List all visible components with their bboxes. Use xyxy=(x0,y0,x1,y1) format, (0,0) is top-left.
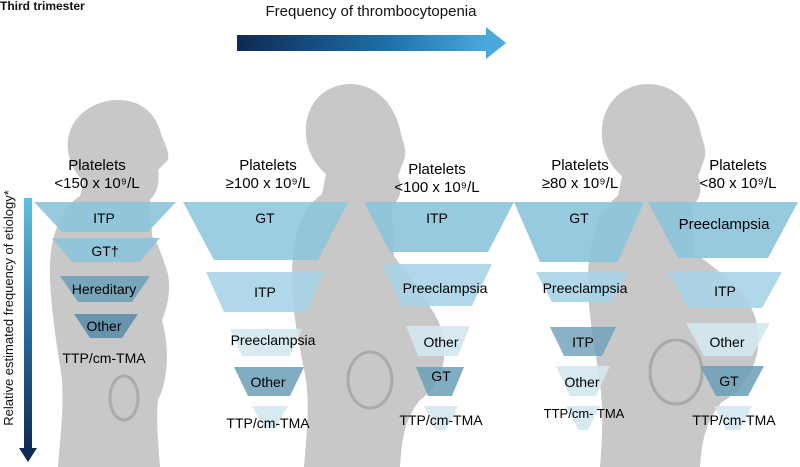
etiology-label: Other xyxy=(423,334,458,350)
column-1: Platelets <150 x 10⁹/L ITP GT† Hereditar… xyxy=(34,157,176,366)
etiology-label: TTP/cm-TMA xyxy=(62,350,146,366)
funnel-band xyxy=(536,272,628,302)
funnel-band xyxy=(714,406,752,430)
side-frequency-arrow xyxy=(19,198,37,462)
threshold-label: ≥100 x 10⁹/L xyxy=(226,175,311,192)
funnel-band xyxy=(52,238,160,262)
etiology-label: TTP/cm-TMA xyxy=(692,412,776,428)
platelets-label: Platelets xyxy=(408,161,466,178)
funnel-band xyxy=(74,314,138,338)
platelets-label: Platelets xyxy=(239,157,297,174)
etiology-label: ITP xyxy=(572,334,594,350)
funnel-band xyxy=(550,327,616,356)
etiology-label: Hereditary xyxy=(72,281,137,297)
etiology-label: Preeclampsia xyxy=(679,216,771,233)
top-arrow-label: Frequency of thrombocytopenia xyxy=(266,3,478,20)
etiology-label: GT xyxy=(255,210,275,226)
funnel-band xyxy=(183,202,348,260)
funnel-band xyxy=(648,202,798,258)
funnel-band xyxy=(406,326,470,356)
funnel-band xyxy=(230,329,302,356)
threshold-label: <150 x 10⁹/L xyxy=(54,175,139,192)
etiology-label: ITP xyxy=(714,283,736,299)
etiology-label: Preeclampsia xyxy=(543,280,628,296)
threshold-label: <80 x 10⁹/L xyxy=(700,175,777,192)
funnel-band xyxy=(364,202,514,252)
etiology-label: TTP/cm-TMA xyxy=(226,415,310,431)
etiology-label: Preeclampsia xyxy=(231,332,316,348)
etiology-label: Other xyxy=(564,374,599,390)
funnel-band xyxy=(382,264,492,306)
platelets-label: Platelets xyxy=(68,157,126,174)
funnel-band xyxy=(34,202,176,232)
funnel-band xyxy=(668,272,782,308)
header-top-left: Third trimester xyxy=(0,0,85,13)
funnel-band xyxy=(556,366,610,396)
funnel-band xyxy=(252,406,288,428)
column-4: Platelets ≥80 x 10⁹/L GT Preeclampsia IT… xyxy=(514,157,644,430)
threshold-label: <100 x 10⁹/L xyxy=(394,179,479,196)
funnel-band xyxy=(700,366,764,396)
top-frequency-arrow xyxy=(237,27,506,59)
etiology-label: TTP/cm- TMA xyxy=(544,406,625,421)
etiology-label: GT xyxy=(431,368,451,384)
etiology-label: TTP/cm-TMA xyxy=(399,412,483,428)
etiology-label: GT xyxy=(719,373,739,389)
etiology-label: Other xyxy=(86,318,121,334)
pregnant-silhouette-2 xyxy=(292,84,445,467)
column-3: Platelets <100 x 10⁹/L ITP Preeclampsia … xyxy=(364,161,514,430)
threshold-label: ≥80 x 10⁹/L xyxy=(542,175,618,192)
etiology-label: GT xyxy=(569,210,589,226)
funnel-band xyxy=(60,276,150,302)
etiology-label: Other xyxy=(250,374,285,390)
column-5: Platelets <80 x 10⁹/L Preeclampsia ITP O… xyxy=(648,157,798,430)
side-axis-label: Relative estimated frequency of etiology… xyxy=(1,190,16,426)
funnel-band xyxy=(234,367,304,396)
funnel-band xyxy=(424,406,458,430)
platelets-label: Platelets xyxy=(551,157,609,174)
funnel-band xyxy=(566,406,600,430)
funnel-band xyxy=(206,272,324,312)
etiology-label: ITP xyxy=(93,210,115,226)
funnel-band xyxy=(686,323,770,356)
etiology-label: Preeclampsia xyxy=(403,280,488,296)
etiology-label: ITP xyxy=(254,284,276,300)
column-2: Platelets ≥100 x 10⁹/L GT ITP Preeclamps… xyxy=(183,157,348,431)
funnel-band xyxy=(416,367,464,396)
funnel-band xyxy=(514,202,644,262)
etiology-label: Other xyxy=(709,334,744,350)
etiology-label: ITP xyxy=(426,210,448,226)
platelets-label: Platelets xyxy=(709,157,767,174)
etiology-label: GT† xyxy=(91,243,118,259)
